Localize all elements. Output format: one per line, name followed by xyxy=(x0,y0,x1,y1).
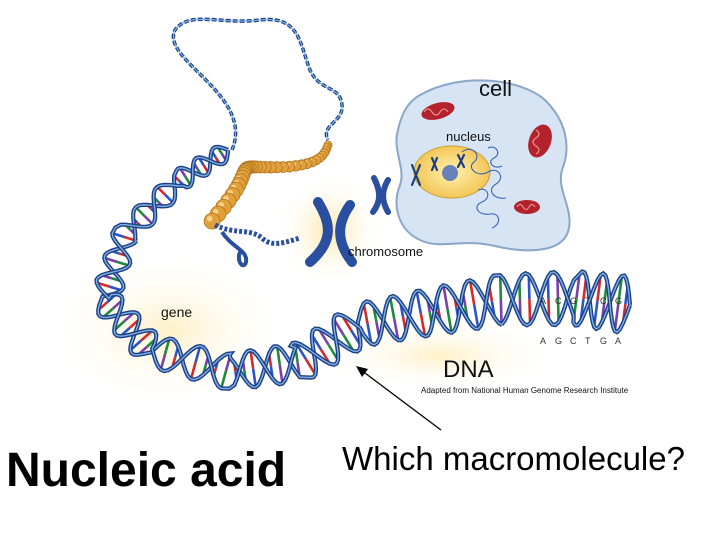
dna-double-helix xyxy=(94,144,633,391)
chromatin-fiber-loop xyxy=(220,230,249,268)
mitochondrion-icon xyxy=(421,102,455,120)
question-text: Which macromolecule? xyxy=(342,440,685,477)
mitochondrion-icon xyxy=(514,200,540,214)
svg-text:A: A xyxy=(615,336,621,346)
source-credit: Adapted from National Human Genome Resea… xyxy=(421,386,629,395)
svg-text:T: T xyxy=(585,296,591,306)
svg-text:G: G xyxy=(555,336,562,346)
svg-text:G: G xyxy=(570,296,577,306)
label-nucleus: nucleus xyxy=(446,129,491,144)
label-chromosome: chromosome xyxy=(348,244,423,259)
chromatin-histone-beads xyxy=(203,140,333,230)
label-dna: DNA xyxy=(443,356,494,383)
svg-text:A: A xyxy=(540,296,546,306)
chromosome-icon xyxy=(370,175,391,215)
answer-text: Nucleic acid xyxy=(6,444,287,497)
nucleolus xyxy=(442,165,458,181)
mitochondrion-icon xyxy=(528,124,552,158)
label-gene: gene xyxy=(161,304,192,320)
arrow-pointer-icon xyxy=(356,366,442,431)
nuclear-chromosomes xyxy=(410,153,466,187)
svg-text:C: C xyxy=(555,296,562,306)
chromatin-fiber xyxy=(213,222,301,246)
gene-glow xyxy=(50,255,290,405)
dna-glow xyxy=(320,320,560,390)
dna-strand-loop xyxy=(171,17,344,151)
svg-text:G: G xyxy=(615,296,622,306)
cytoplasm-dna-coils xyxy=(461,146,507,229)
svg-text:T: T xyxy=(585,336,591,346)
svg-text:C: C xyxy=(570,336,577,346)
chromosome-icon xyxy=(305,197,357,267)
svg-text:A: A xyxy=(540,336,546,346)
svg-text:C: C xyxy=(600,296,607,306)
svg-text:G: G xyxy=(600,336,607,346)
label-cell: cell xyxy=(479,76,512,101)
